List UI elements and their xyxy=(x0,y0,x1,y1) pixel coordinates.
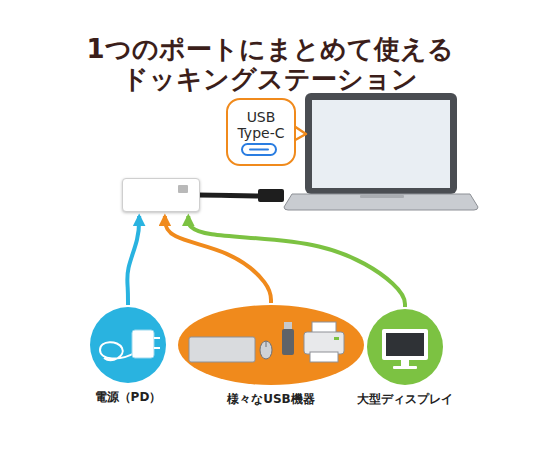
laptop-screen xyxy=(312,100,450,188)
node-label: 様々なUSB機器 xyxy=(227,391,315,408)
dock-logo xyxy=(178,185,188,193)
laptop-notch xyxy=(360,195,404,198)
power-adapter-icon xyxy=(100,330,160,360)
laptop-screen-frame xyxy=(305,93,457,194)
usb-c-port-icon xyxy=(242,144,276,155)
node-label: 大型ディスプレイ xyxy=(357,391,453,408)
laptop-base xyxy=(284,194,478,210)
display-circle: 大型ディスプレイ xyxy=(367,309,443,385)
usb-stick-plug xyxy=(284,322,292,329)
usb-c-port-tongue xyxy=(249,149,269,151)
connector-arrow xyxy=(165,216,271,303)
usb-stick-icon xyxy=(282,329,294,355)
power-circle: 電源（PD） xyxy=(90,307,166,383)
printer-icon xyxy=(304,322,344,362)
mouse-icon xyxy=(260,341,272,359)
docking-station xyxy=(122,178,200,212)
connector-arrow xyxy=(188,216,405,307)
mouse-button-line xyxy=(266,341,267,347)
badge-text: USB Type-C xyxy=(228,100,294,141)
usb-c-plug xyxy=(258,189,284,202)
connector-arrow xyxy=(127,216,139,305)
monitor-icon xyxy=(382,329,428,369)
usb-devices-ellipse: 様々なUSB機器 xyxy=(178,305,364,385)
keyboard-icon xyxy=(189,337,255,362)
callout-badge: USB Type-C xyxy=(226,98,296,166)
dock-cable xyxy=(198,195,262,196)
title: 1つのポートにまとめて使える ドッキングステーション xyxy=(60,34,480,94)
node-label: 電源（PD） xyxy=(95,389,162,406)
